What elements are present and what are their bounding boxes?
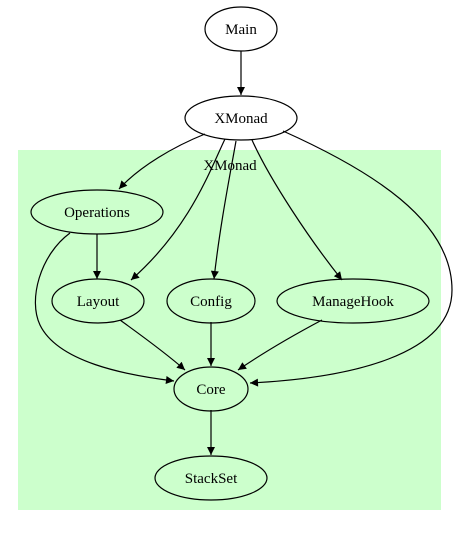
- node-main: Main: [204, 6, 278, 52]
- node-xmonad: XMonad: [184, 95, 298, 141]
- node-label-config: Config: [190, 294, 232, 310]
- node-label-stackset: StackSet: [185, 471, 238, 487]
- edge-layout-to-core: [119, 319, 186, 371]
- node-layout: Layout: [51, 278, 145, 324]
- node-label-main: Main: [225, 22, 257, 38]
- node-managehook: ManageHook: [276, 278, 430, 324]
- edge-xmonad-to-core: [249, 130, 453, 387]
- node-stackset: StackSet: [154, 455, 268, 501]
- node-config: Config: [166, 278, 256, 324]
- node-label-operations: Operations: [64, 205, 130, 221]
- edge-xmonad-to-config: [210, 140, 237, 280]
- edge-managehook-to-core: [237, 319, 323, 371]
- cluster-background: [18, 150, 441, 510]
- edge-operations-to-core: [34, 232, 175, 384]
- node-label-managehook: ManageHook: [312, 294, 394, 310]
- cluster-label: XMonad: [203, 158, 257, 174]
- cluster-xmonad: XMonad: [18, 150, 441, 510]
- node-label-core: Core: [196, 382, 226, 398]
- node-label-xmonad: XMonad: [214, 111, 268, 127]
- edge-xmonad-to-operations: [118, 133, 206, 190]
- edge-xmonad-to-layout: [130, 138, 226, 281]
- edges: [34, 51, 453, 455]
- node-operations: Operations: [30, 189, 164, 235]
- node-label-layout: Layout: [77, 294, 120, 310]
- edge-xmonad-to-managehook: [251, 139, 343, 281]
- node-core: Core: [173, 366, 249, 412]
